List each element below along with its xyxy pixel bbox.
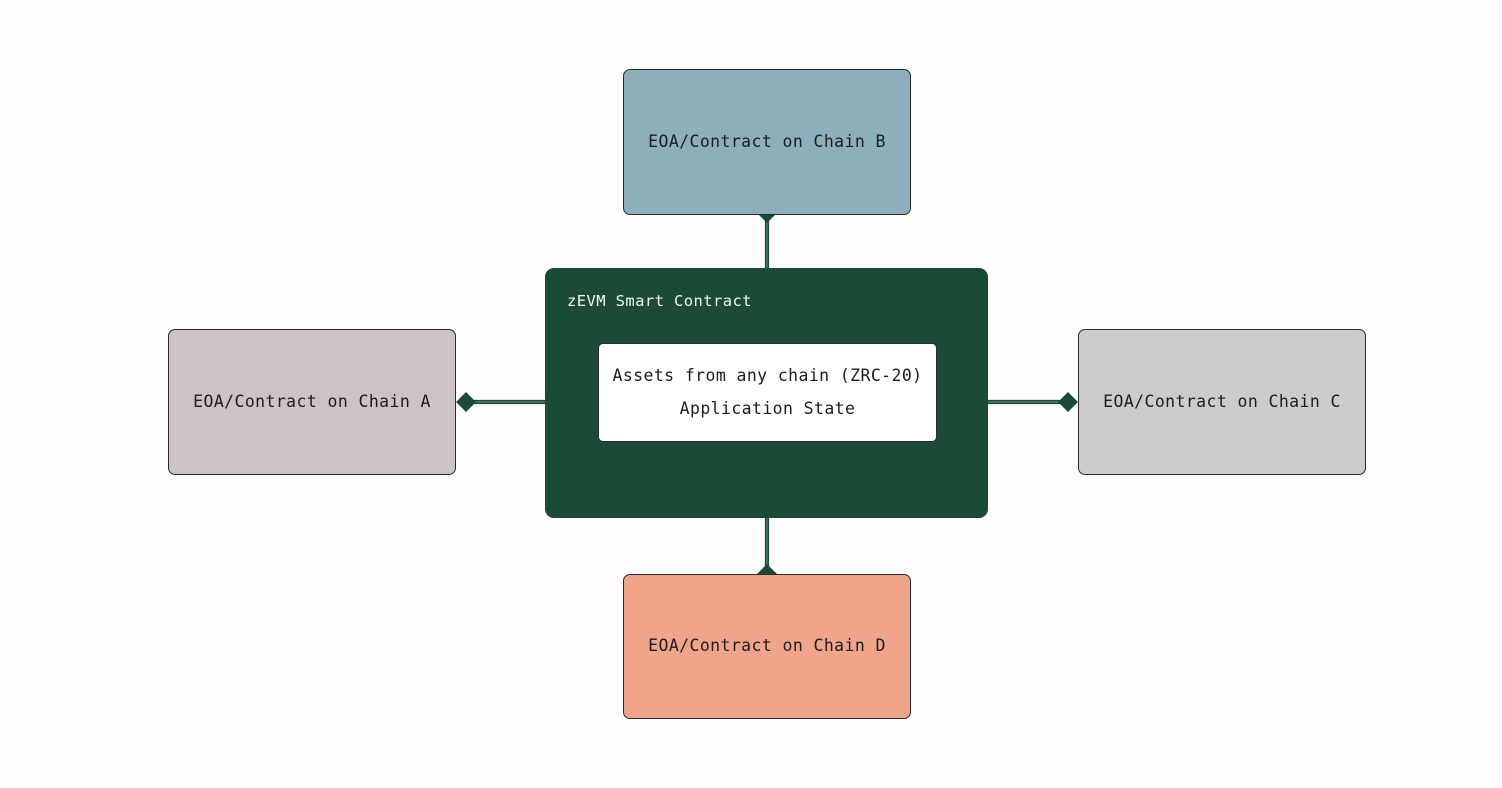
- node-chain-d[interactable]: EOA/Contract on Chain D: [623, 574, 911, 719]
- node-chain-a-label: EOA/Contract on Chain A: [193, 391, 431, 411]
- node-zevm-smart-contract[interactable]: zEVM Smart Contract Assets from any chai…: [545, 268, 988, 518]
- node-chain-a[interactable]: EOA/Contract on Chain A: [168, 329, 456, 475]
- node-chain-c[interactable]: EOA/Contract on Chain C: [1078, 329, 1366, 475]
- node-chain-c-label: EOA/Contract on Chain C: [1103, 391, 1341, 411]
- zevm-application-state-line: Application State: [679, 398, 856, 418]
- connector-zevm-to-chain-a: [456, 392, 545, 412]
- node-chain-b-label: EOA/Contract on Chain B: [648, 131, 886, 151]
- zevm-title: zEVM Smart Contract: [567, 292, 752, 310]
- zevm-assets-line: Assets from any chain (ZRC-20): [612, 366, 923, 385]
- node-chain-d-label: EOA/Contract on Chain D: [648, 636, 886, 656]
- node-chain-b[interactable]: EOA/Contract on Chain B: [623, 69, 911, 215]
- zevm-inner-state-box: Assets from any chain (ZRC-20) Applicati…: [598, 343, 937, 442]
- connector-zevm-to-chain-c: [988, 392, 1078, 412]
